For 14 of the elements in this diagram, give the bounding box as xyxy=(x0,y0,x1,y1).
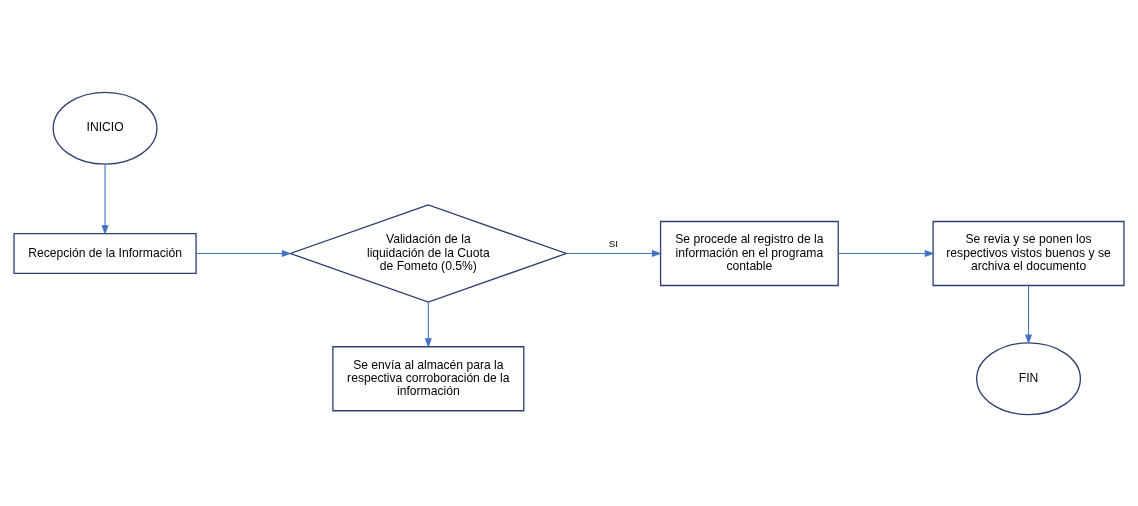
arrow xyxy=(837,249,935,257)
node-box: Recepción de la Información xyxy=(13,232,197,274)
edge-label: SI xyxy=(608,237,619,249)
node-box: Se envía al almacén para la respectiva corroboración de la información xyxy=(332,345,525,411)
node-box: Se procede al registro de la información en el programa contable xyxy=(659,220,839,286)
node-ellipse: INICIO xyxy=(52,91,158,165)
node-diamond: Validación de la liquidación de la Cuota de Fometo (0.5%) xyxy=(288,203,569,303)
arrow xyxy=(424,301,432,348)
node-ellipse: FIN xyxy=(976,341,1082,415)
node-box: Se revia y se ponen los respectivos vistos buenos y se archiva el documento xyxy=(932,220,1125,286)
arrow xyxy=(195,249,292,257)
arrow xyxy=(101,163,109,235)
arrow xyxy=(565,249,662,257)
arrow xyxy=(1025,284,1032,344)
